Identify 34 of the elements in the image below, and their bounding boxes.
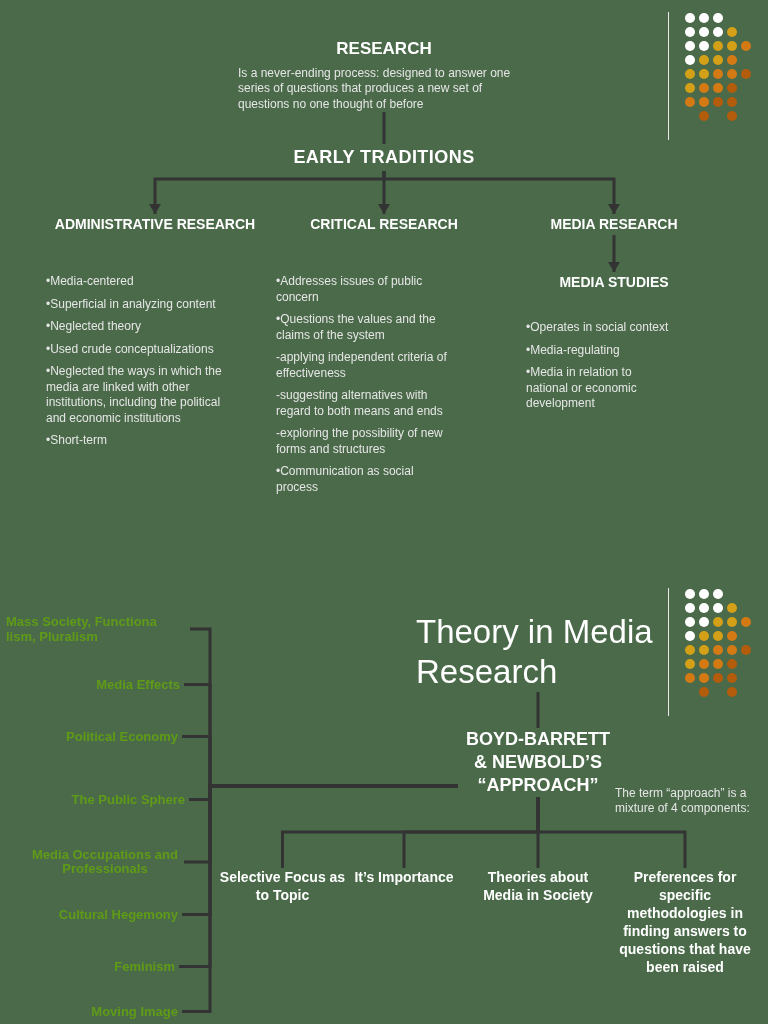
bullet-point: -applying independent criteria of effectiveness bbox=[275, 350, 448, 381]
bullet-point: •Communication as social process bbox=[275, 464, 415, 495]
node-heading: MEDIA STUDIES bbox=[558, 273, 670, 292]
node-heading: BOYD-BARRETT & NEWBOLD’S “APPROACH” bbox=[458, 728, 618, 797]
arrow bbox=[608, 235, 620, 272]
connector-line bbox=[382, 112, 386, 144]
bullet-point: •Superficial in analyzing content bbox=[45, 296, 217, 312]
bullet-point: •Operates in social context bbox=[525, 320, 670, 336]
component-label: It’s Importance bbox=[352, 868, 456, 886]
description-text: Is a never-ending process: designed to answer one series of questions that produces a new set of questions no one thought of before bbox=[237, 65, 512, 112]
component-label: Preferences for specific methodologies in finding answers to questions that have been raised bbox=[616, 868, 754, 976]
component-label: Selective Focus as to Topic bbox=[215, 868, 350, 904]
bullet-point: -exploring the possibility of new forms and structures bbox=[275, 426, 444, 457]
node-title: RESEARCH bbox=[335, 38, 433, 60]
bullet-point: -suggesting alternatives with regard to both means and ends bbox=[275, 388, 444, 419]
bullet-point: •Neglected theory bbox=[45, 319, 142, 335]
node-heading: ADMINISTRATIVE RESEARCH bbox=[53, 215, 257, 234]
bullet-point: •Addresses issues of public concern bbox=[275, 274, 424, 305]
node-heading: EARLY TRADITIONS bbox=[290, 144, 478, 171]
bullet-point: •Media in relation to national or economic development bbox=[525, 365, 638, 412]
bullet-point: •Short-term bbox=[45, 433, 108, 449]
node-heading: MEDIA RESEARCH bbox=[520, 214, 708, 235]
connector-line bbox=[536, 692, 540, 728]
connector-line bbox=[182, 784, 458, 1013]
side-note: The term “approach” is a mixture of 4 components: bbox=[615, 786, 751, 816]
bullet-point: •Neglected the ways in which the media are linked with other institutions, including the political and economic institutions bbox=[45, 364, 223, 426]
slide-title: Theory in Media Research bbox=[416, 612, 672, 692]
arrow bbox=[382, 171, 620, 214]
node-heading: CRITICAL RESEARCH bbox=[309, 215, 459, 234]
bullet-point: •Questions the values and the claims of the system bbox=[275, 312, 437, 343]
bullet-point: •Used crude conceptualizations bbox=[45, 341, 215, 357]
component-label: Theories about Media in Society bbox=[470, 868, 606, 904]
bullet-point: •Media-centered bbox=[45, 274, 135, 290]
bullet-point: •Media-regulating bbox=[525, 342, 621, 358]
